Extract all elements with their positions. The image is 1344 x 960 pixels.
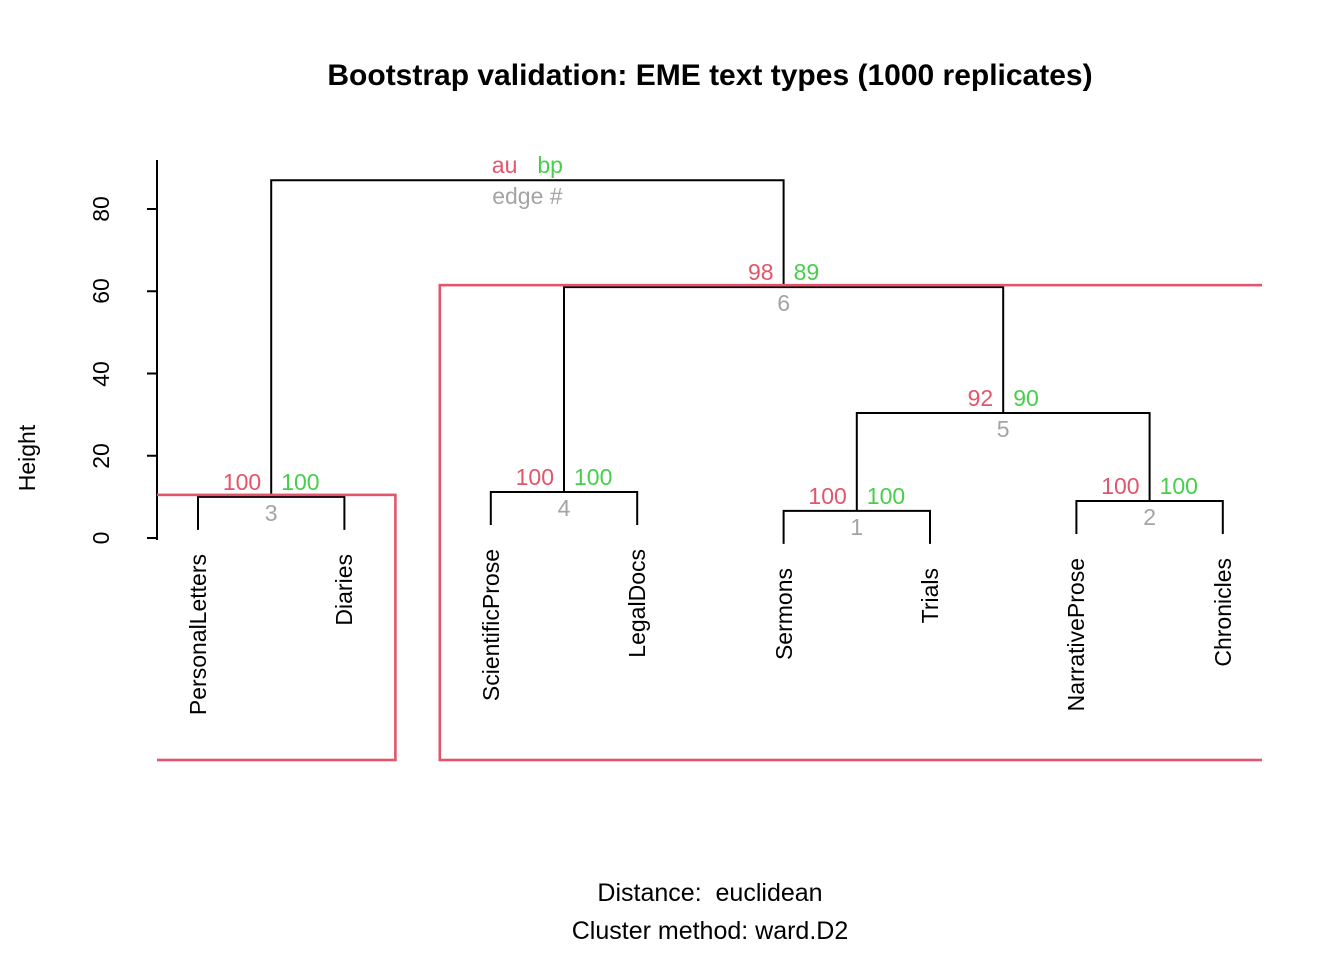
bp-value-edge-5: 90 (1013, 384, 1039, 411)
cluster-highlight-rects (157, 283, 1262, 762)
caption-cluster-method: Cluster method: ward.D2 (571, 917, 849, 945)
bp-value-edge-3: 100 (281, 468, 320, 495)
bp-value-edge-4: 100 (574, 463, 613, 490)
leaf-label-diaries: Diaries (331, 553, 358, 626)
au-value-edge-1: 100 (808, 482, 847, 509)
au-value-edge-7: au (491, 152, 518, 179)
edge-number-5: 5 (996, 415, 1010, 442)
dendrogram-branches (197, 179, 1224, 544)
edge-number-7: edge # (492, 183, 563, 210)
leaf-label-sermons: Sermons (770, 567, 797, 660)
au-value-edge-5: 92 (967, 384, 994, 411)
y-axis (147, 160, 158, 540)
branch-edge-7 (270, 179, 785, 497)
edge-number-3: 3 (264, 499, 278, 526)
bp-value-edge-7: bp (537, 152, 563, 179)
cluster-highlight-rect-edge-3 (157, 493, 397, 762)
y-tick-label-40: 40 (88, 360, 114, 387)
leaf-label-legaldocs: LegalDocs (624, 548, 651, 658)
leaf-label-scientificprose: ScientificProse (477, 548, 504, 702)
au-value-edge-6: 98 (748, 259, 774, 286)
edge-number-1: 1 (850, 513, 864, 540)
au-value-edge-3: 100 (222, 468, 262, 495)
au-value-edge-4: 100 (515, 463, 554, 490)
edge-number-2: 2 (1143, 503, 1156, 530)
leaf-label-personalletters: PersonalLetters (185, 553, 211, 715)
leaf-label-trials: Trials (917, 567, 943, 624)
bp-value-edge-2: 100 (1159, 472, 1198, 499)
y-tick-label-60: 60 (88, 278, 114, 305)
branch-edge-1 (782, 509, 931, 544)
caption-distance: Distance: euclidean (597, 879, 823, 907)
bp-value-edge-6: 89 (793, 259, 820, 286)
edge-number-4: 4 (557, 494, 571, 521)
cluster-highlight-rect-edge-6 (438, 283, 1262, 762)
au-value-edge-2: 100 (1101, 472, 1140, 499)
leaf-label-narrativeprose: NarrativeProse (1063, 557, 1090, 712)
bp-value-edge-1: 100 (866, 482, 906, 509)
edge-number-6: 6 (777, 290, 790, 317)
y-tick-label-80: 80 (88, 196, 114, 222)
y-tick-label-0: 0 (88, 531, 114, 545)
plot-title: Bootstrap validation: EME text types (10… (327, 59, 1093, 92)
leaf-label-chronicles: Chronicles (1209, 557, 1236, 667)
branch-edge-6 (563, 286, 1005, 492)
